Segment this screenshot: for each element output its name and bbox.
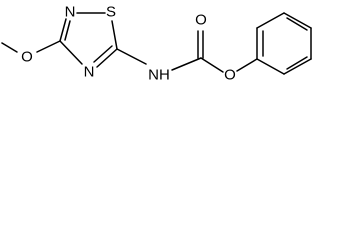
bond-s1-c5 — [111, 20, 118, 50]
bond-o-c3 — [36, 40, 61, 53]
atom-s-ring: S — [106, 4, 116, 21]
bond-c5-n4-second — [93, 45, 113, 63]
phenyl-bond-1 — [256, 58, 285, 75]
bond-c3-n2-second — [64, 20, 71, 41]
atom-o-ester: O — [224, 67, 236, 84]
phenyl-bond-4 — [283, 12, 312, 29]
atom-nh: NH — [148, 67, 170, 84]
atom-o-methoxy: O — [21, 49, 33, 66]
bond-nh-carbonyl — [171, 57, 202, 71]
atom-labels: N S N O NH O O — [21, 4, 236, 84]
atom-o-carbonyl: O — [195, 12, 207, 29]
bond-carbonyl-ester-o — [200, 57, 224, 73]
bond-methyl-o — [1, 42, 18, 53]
atom-n-ring-bottom: N — [84, 64, 95, 81]
phenyl-bond-2 — [283, 58, 312, 75]
bond-c5-nh — [116, 48, 147, 65]
bond-n4-c3 — [59, 40, 83, 65]
bond-ester-o-phenyl — [236, 58, 258, 72]
phenyl-double-3 — [286, 17, 308, 31]
phenyl-bond-5 — [256, 12, 285, 29]
bonds — [1, 12, 312, 75]
atom-n-ring-top: N — [65, 4, 76, 21]
bond-c3-n2 — [59, 18, 67, 42]
bond-c5-n4 — [96, 48, 118, 68]
phenyl-ring — [256, 12, 312, 75]
chemical-structure: N S N O NH O O — [1, 4, 312, 84]
phenyl-double-2 — [286, 56, 308, 70]
